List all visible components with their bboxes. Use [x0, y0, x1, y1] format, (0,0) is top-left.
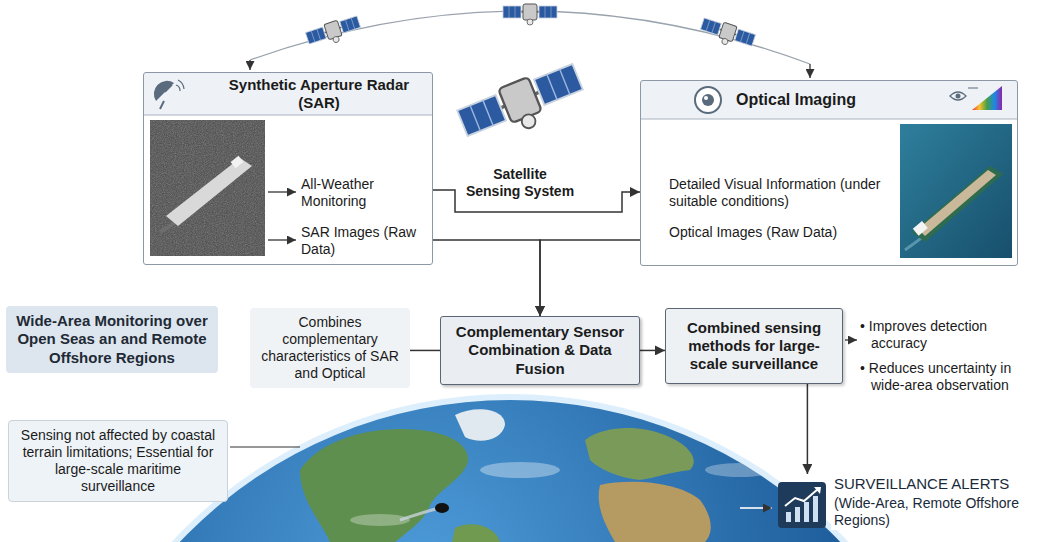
- illustration-part: [813, 496, 818, 522]
- panel-header-band: [641, 81, 1017, 119]
- box-text: Combined sensing methods for large-scale…: [674, 319, 834, 374]
- flow-connector: [433, 240, 540, 316]
- label-anchor: Satellite Sensing System: [465, 166, 575, 200]
- illustration-part: [900, 124, 1012, 258]
- label-anchor: • Improves detection accuracy: [860, 318, 1034, 352]
- bullet-note: • Improves detection accuracy: [860, 318, 1034, 352]
- optical-ship-image: [900, 124, 1012, 258]
- illustration-part: [154, 81, 174, 101]
- illustration-part: [804, 502, 809, 522]
- image-pointer: [268, 191, 296, 192]
- illustration-part: [176, 85, 180, 91]
- info-box: Wide-Area Monitoring over Open Seas an a…: [6, 306, 218, 373]
- illustration-part: [778, 482, 826, 528]
- illustration-part: [704, 96, 708, 100]
- radar-dish-icon: [154, 80, 184, 109]
- spectrum-icon: [950, 86, 1002, 110]
- illustration-part: [150, 120, 265, 256]
- illustration-part: [300, 429, 468, 542]
- illustration-part: [452, 524, 500, 542]
- illustration-part: [455, 409, 505, 440]
- box-text: Sensing not affected by coastal terrain …: [17, 427, 219, 495]
- chart-icon: [778, 482, 826, 528]
- illustration-part: [231, 156, 244, 168]
- panel-text: SAR Images (Raw Data): [301, 224, 426, 258]
- sar-ship-image: [150, 120, 265, 256]
- illustration-part: [480, 462, 560, 478]
- panel-heading: Synthetic Aperture Radar (SAR): [224, 73, 414, 115]
- camera-icon: [695, 87, 721, 113]
- illustration-part: [178, 80, 184, 89]
- illustration-part: [786, 512, 791, 522]
- panel-text: Optical Images (Raw Data): [669, 224, 869, 241]
- panel-text: Detailed Visual Information (under suita…: [669, 176, 909, 210]
- orbit-arrow: [249, 60, 250, 70]
- center-label: Satellite Sensing System: [465, 166, 575, 200]
- satellite-icon: [503, 4, 557, 25]
- illustration-part: [55, 400, 965, 542]
- illustration-part: [165, 85, 172, 92]
- illustration-part: [795, 507, 800, 522]
- illustration-part: [918, 170, 996, 236]
- bullet-pointer: [845, 339, 857, 340]
- box-text: Combines complementary characteristics o…: [258, 314, 402, 382]
- flow-connector: [410, 350, 440, 352]
- sensor-panel: Synthetic Aperture Radar (SAR) All-Weathe…: [143, 72, 433, 265]
- header-rule: [144, 115, 432, 116]
- illustration-part: [968, 88, 978, 89]
- bullet-note: • Reduces uncertainty in wide-area obser…: [860, 360, 1034, 394]
- panel-text: All-Weather Monitoring: [301, 176, 426, 210]
- info-box: Combines complementary characteristics o…: [250, 308, 410, 388]
- flow-connector: [433, 190, 640, 212]
- illustration-part: [435, 503, 449, 513]
- illustration-part: [585, 428, 694, 480]
- flow-connector: [540, 240, 640, 316]
- illustration-part: [702, 94, 714, 106]
- illustration-part: [956, 94, 961, 99]
- flow-connector: [640, 350, 665, 352]
- image-pointer: [268, 239, 296, 240]
- satellite-icon: [698, 16, 756, 53]
- header-rule: [641, 119, 1017, 120]
- illustration-part: [785, 489, 818, 506]
- illustration-part: [705, 463, 775, 477]
- box-text: Wide-Area Monitoring over Open Seas an a…: [14, 312, 210, 367]
- leader-line: [230, 446, 300, 447]
- panel-header-band: [144, 73, 432, 115]
- illustration-part: [950, 92, 966, 100]
- illustration-part: [166, 158, 252, 226]
- alert-title: SURVEILLANCE ALERTS: [831, 474, 1012, 494]
- illustration-part: [695, 87, 721, 113]
- panel-heading: Optical Imaging: [736, 81, 936, 119]
- earth-globe: [49, 394, 971, 542]
- illustration-part: [300, 409, 775, 542]
- illustration-part: [49, 394, 971, 542]
- illustration-part: [599, 482, 711, 542]
- box-text: Complementary Sensor Combination & Data …: [449, 323, 631, 378]
- process-box: Complementary Sensor Combination & Data …: [440, 316, 640, 385]
- alert-text: (Wide-Area, Remote Offshore Regions): [831, 494, 1035, 530]
- flow-connector: [807, 384, 809, 474]
- illustration-part: [160, 101, 164, 109]
- main-satellite: [456, 60, 589, 151]
- process-box: Combined sensing methods for large-scale…: [665, 308, 843, 384]
- sensor-panel: Optical ImagingDetailed Visual Informati…: [640, 80, 1018, 266]
- info-box: Sensing not affected by coastal terrain …: [8, 420, 228, 502]
- illustration-part: [912, 166, 1003, 242]
- satellite-icon: [305, 14, 363, 51]
- alert-node: SURVEILLANCE ALERTS(Wide-Area, Remote Of…: [775, 474, 1035, 530]
- illustration-part: [400, 509, 436, 520]
- illustration-part: [814, 487, 821, 494]
- label-anchor: • Reduces uncertainty in wide-area obser…: [860, 360, 1034, 394]
- illustration-part: [913, 221, 928, 236]
- orbit-arrow: [809, 64, 810, 78]
- illustration-part: [972, 86, 1002, 110]
- illustration-part: [150, 120, 265, 256]
- globe-pointer: [740, 507, 772, 509]
